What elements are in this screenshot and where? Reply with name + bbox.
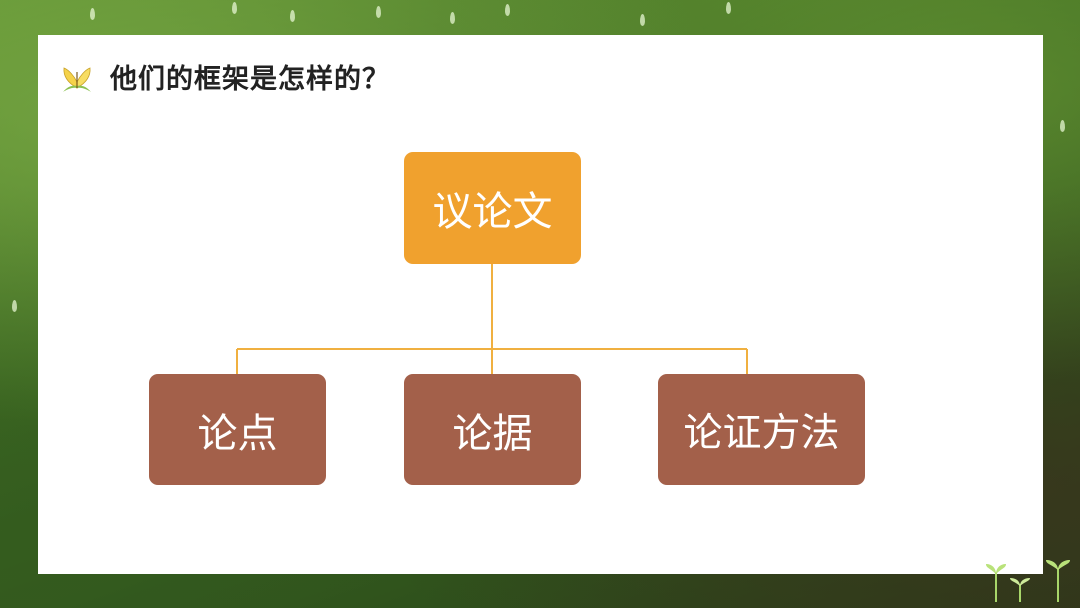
raindrop	[290, 10, 295, 22]
raindrop	[376, 6, 381, 18]
raindrop	[12, 300, 17, 312]
sprout-icon	[986, 560, 1070, 602]
raindrop	[90, 8, 95, 20]
raindrop	[640, 14, 645, 26]
raindrop	[232, 2, 237, 14]
raindrop	[450, 12, 455, 24]
node-evidence: 论据	[404, 374, 581, 485]
node-argument-method: 论证方法	[658, 374, 865, 485]
slide-title: 他们的框架是怎样的？	[110, 64, 390, 95]
node-root: 议论文	[404, 152, 581, 264]
butterfly-icon	[63, 66, 91, 92]
node-argument-point: 论点	[149, 374, 326, 485]
raindrop	[1060, 120, 1065, 132]
slide-panel: 他们的框架是怎样的？ 议论文 论点 论据 论证方法	[38, 35, 1043, 574]
tree-connectors	[236, 264, 748, 374]
raindrop	[505, 4, 510, 16]
raindrop	[726, 2, 731, 14]
title-row: 他们的框架是怎样的？	[60, 57, 390, 96]
